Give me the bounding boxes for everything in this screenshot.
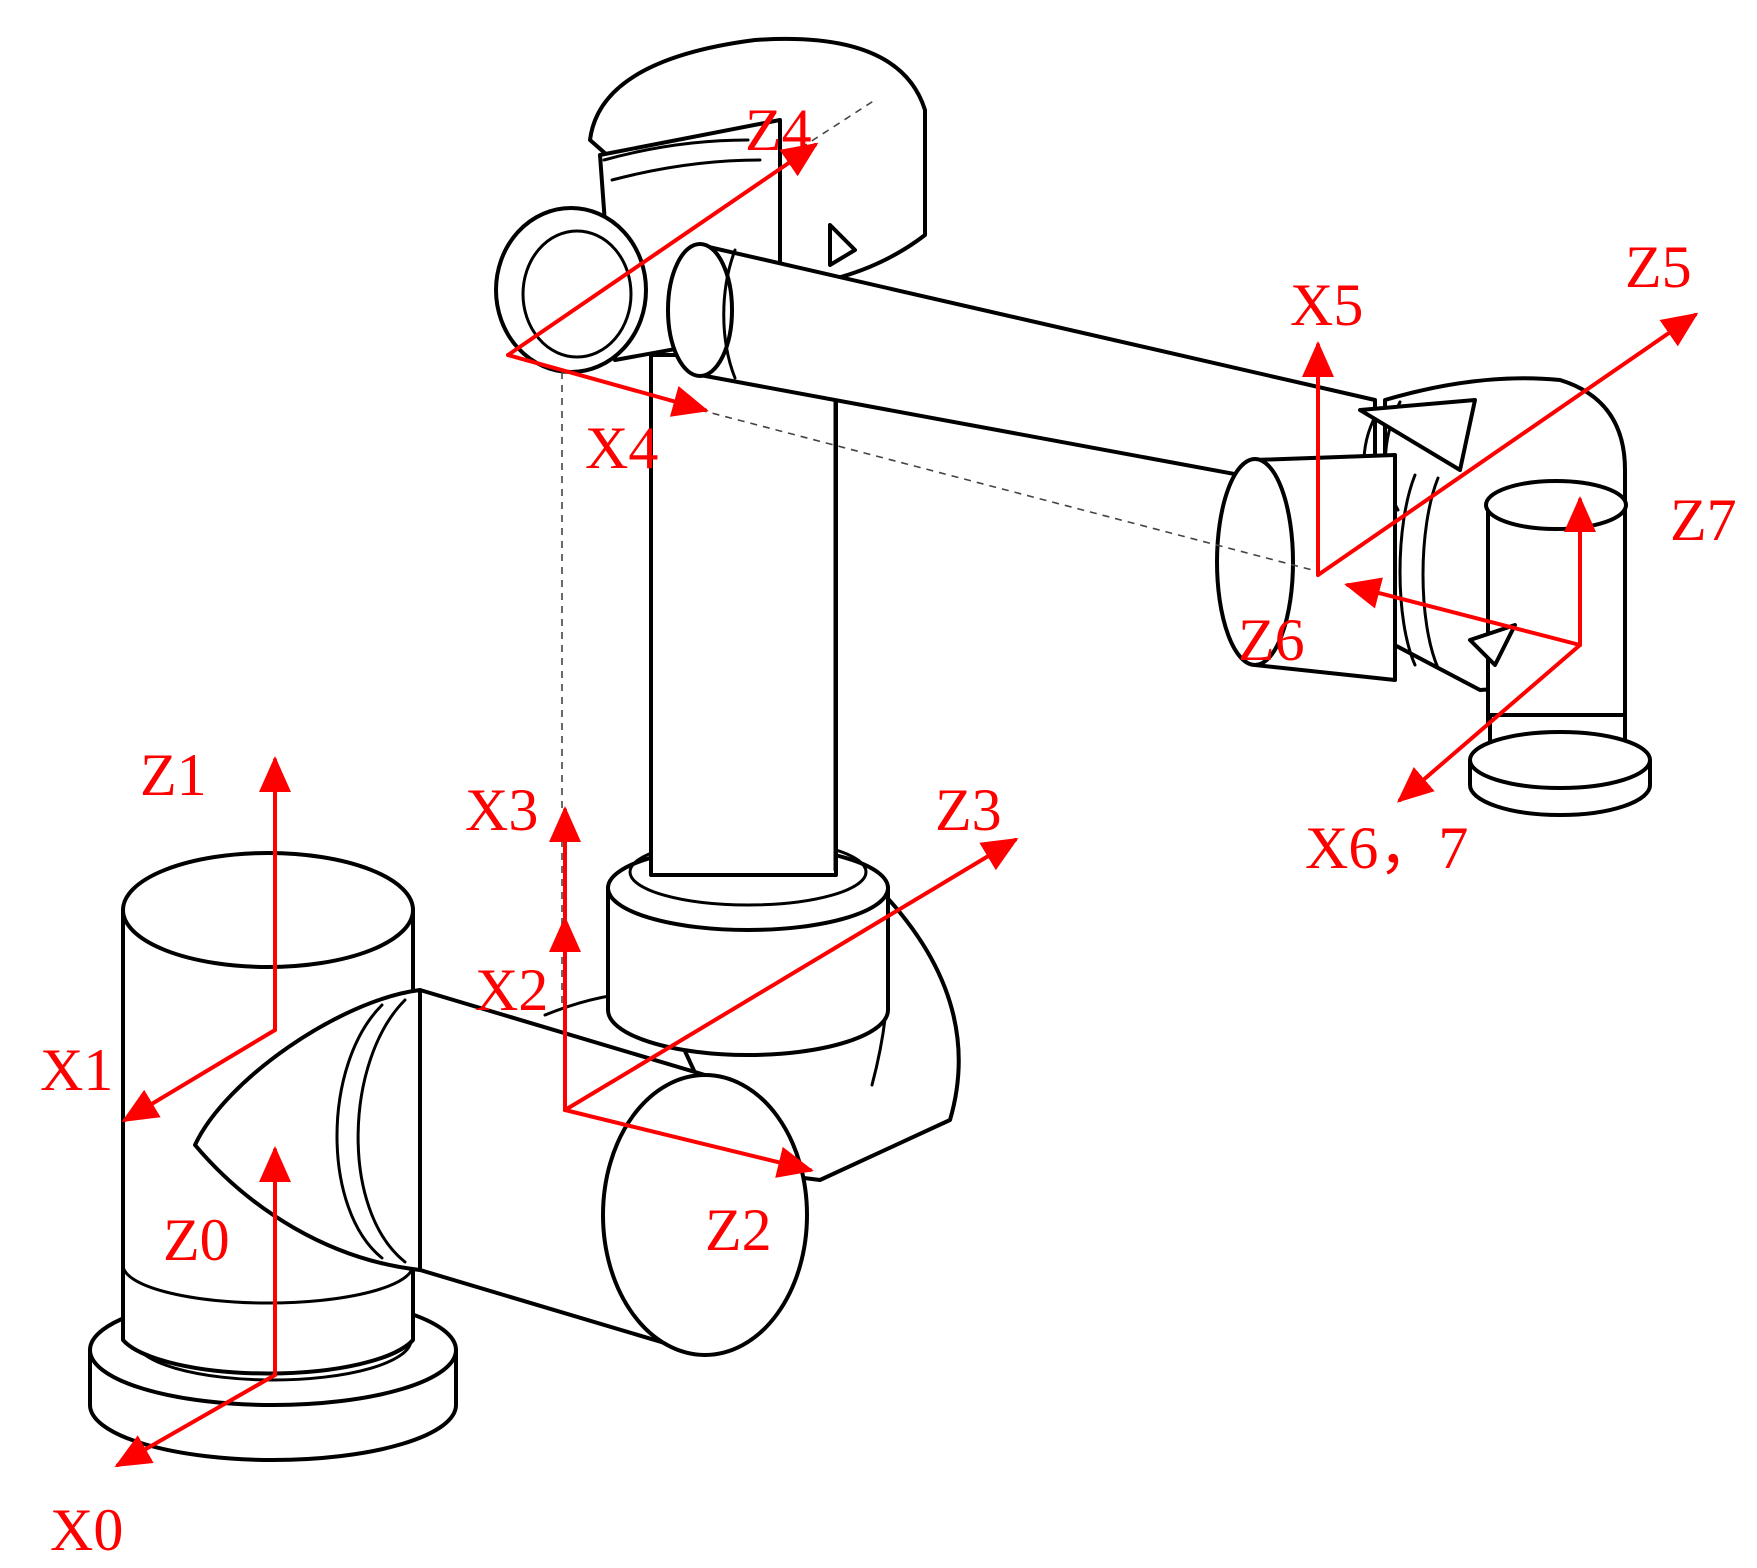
label-x3: X3 [465, 777, 538, 843]
shoulder-cylinder [193, 988, 809, 1357]
label-x5: X5 [1290, 272, 1363, 338]
vertical-link [606, 353, 890, 1057]
label-z2: Z2 [705, 1197, 772, 1263]
axis-x4 [506, 353, 709, 417]
frame-labels: X0 Z0 X1 Z1 X2 Z2 X3 Z3 X4 Z4 X5 Z5 Z6 Z… [40, 97, 1737, 1563]
label-z1: Z1 [140, 742, 207, 808]
robot-line-drawing [88, 36, 1652, 1462]
axis-x1 [121, 1028, 277, 1123]
label-x0: X0 [50, 1497, 123, 1563]
coordinate-frames [114, 142, 1699, 1467]
axis-z6 [1344, 577, 1582, 647]
label-z3: Z3 [935, 777, 1002, 843]
axis-z5 [1316, 312, 1699, 577]
label-x67: X6，7 [1305, 815, 1468, 881]
label-x4: X4 [585, 415, 658, 481]
label-z5: Z5 [1625, 234, 1692, 300]
label-x1: X1 [40, 1037, 113, 1103]
label-x2: X2 [475, 957, 548, 1023]
label-z4: Z4 [745, 97, 812, 163]
axis-z4 [506, 142, 819, 357]
axis-x0 [114, 1373, 277, 1467]
axis-z3 [563, 837, 1019, 1112]
label-z0: Z0 [163, 1207, 230, 1273]
label-z7: Z7 [1670, 487, 1737, 553]
axis-x67 [1396, 643, 1582, 803]
axis-z2 [563, 1108, 814, 1178]
label-z6: Z6 [1238, 607, 1305, 673]
